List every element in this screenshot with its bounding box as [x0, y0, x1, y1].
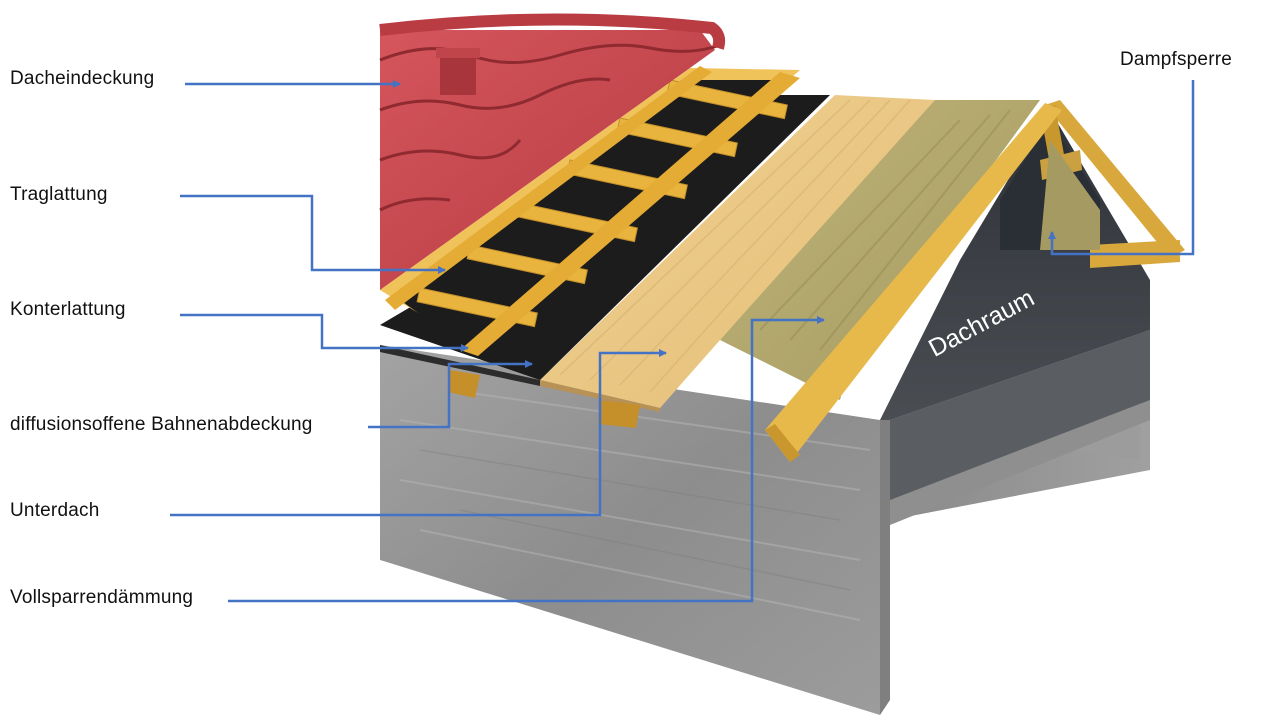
leader-lines: [170, 80, 1195, 603]
leader-traglattung: [180, 194, 446, 274]
battens: [380, 66, 800, 428]
label-vollsparrendaemmung: Vollsparrendämmung: [10, 587, 194, 608]
label-konterlattung: Konterlattung: [10, 299, 126, 320]
label-traglattung: Traglattung: [10, 184, 108, 205]
label-dacheindeckung: Dacheindeckung: [10, 68, 155, 89]
label-dampfsperre: Dampfsperre: [1120, 49, 1233, 70]
leader-bahnenabdeckung: [368, 360, 533, 429]
leader-konterlattung: [180, 313, 469, 352]
leader-unterdach: [170, 349, 667, 517]
label-bahnenabdeckung: diffusionsoffene Bahnenabdeckung: [10, 414, 313, 435]
rafter-beam: [765, 103, 1062, 462]
leader-dampfsperre: [1048, 80, 1195, 256]
roof-tiles: [379, 13, 726, 290]
label-unterdach: Unterdach: [10, 500, 100, 521]
leader-vollsparrendaemmung: [228, 316, 825, 603]
insulation-layer: [720, 100, 1100, 400]
